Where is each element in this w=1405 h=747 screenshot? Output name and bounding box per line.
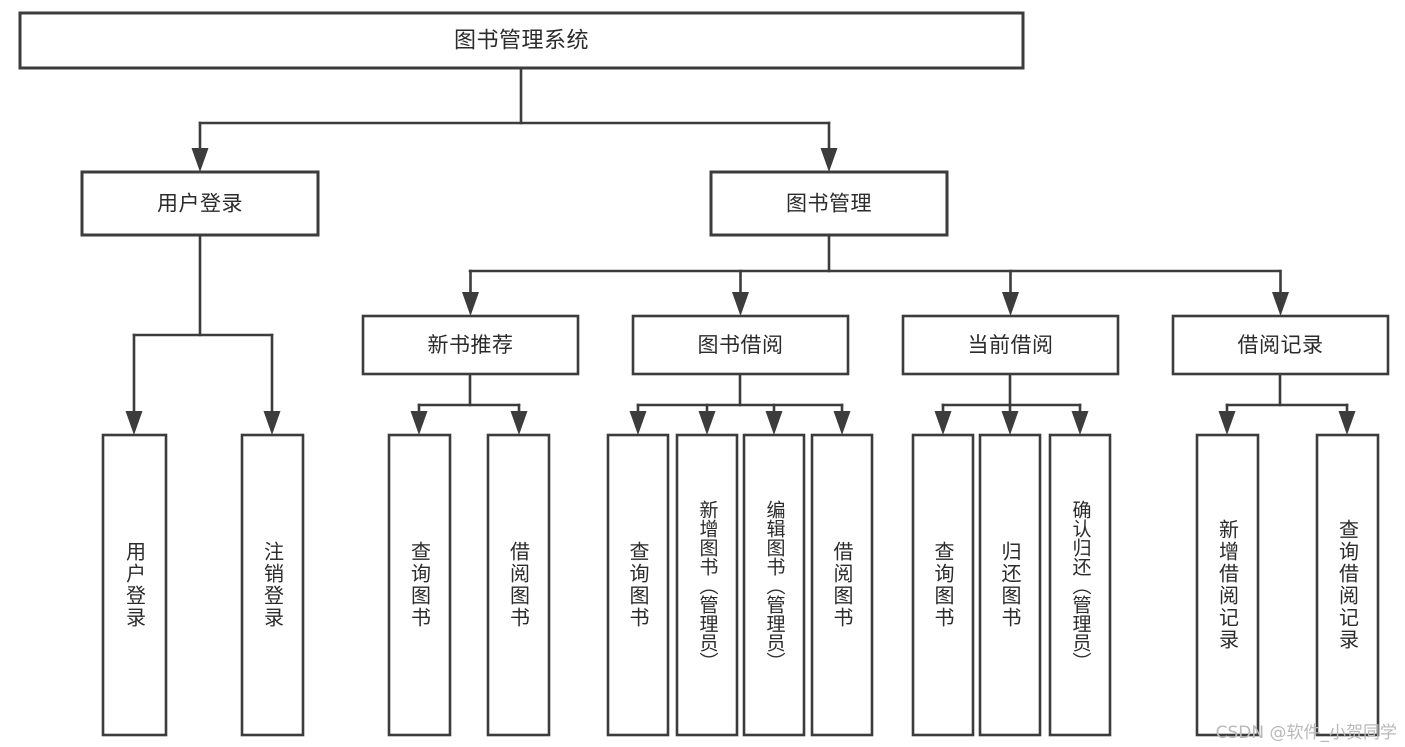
node-leaf-query-book-1[interactable] (387, 433, 452, 737)
node-user-login[interactable] (80, 170, 320, 237)
arrow-book-borrow-0-head (629, 411, 647, 435)
arrow-new-book-recommend-1-head (510, 411, 528, 435)
arrow-user-login-0-head (125, 411, 143, 435)
node-leaf-query-book-3[interactable] (911, 433, 975, 737)
node-new-book-recommend-label: 新书推荐 (428, 333, 514, 357)
arrow-user-login-1-head (263, 411, 281, 435)
node-book-manage[interactable] (709, 170, 949, 237)
arrow-to-borrow-record-head (1272, 292, 1289, 316)
node-leaf-query-borrow-record[interactable] (1315, 433, 1380, 737)
arrow-current-borrow-0-head (934, 411, 952, 435)
node-leaf-return-book[interactable] (978, 433, 1042, 737)
arrow-book-borrow-3-head (833, 411, 851, 435)
arrow-to-new-book-recommend-head (462, 292, 479, 316)
arrow-borrow-record-0-head (1218, 411, 1236, 435)
node-book-manage-label: 图书管理 (786, 192, 872, 216)
arrow-to-user-login-head (191, 148, 209, 172)
arrow-book-borrow-2-head (765, 411, 783, 435)
node-current-borrow-label: 当前借阅 (968, 333, 1054, 357)
node-leaf-add-borrow-record[interactable] (1195, 433, 1260, 737)
node-book-borrow-label: 图书借阅 (698, 333, 784, 357)
node-borrow-record[interactable] (1171, 314, 1390, 376)
node-root[interactable] (18, 11, 1025, 70)
node-leaf-borrow-book-1[interactable] (486, 433, 551, 737)
node-root-label: 图书管理系统 (454, 29, 589, 54)
node-leaf-confirm-return[interactable] (1048, 433, 1112, 737)
node-box-layer (18, 11, 1390, 737)
node-borrow-record-label: 借阅记录 (1238, 333, 1324, 357)
arrow-to-book-manage-head (820, 148, 838, 172)
node-leaf-add-book[interactable] (675, 433, 739, 737)
node-leaf-edit-book[interactable] (742, 433, 806, 737)
arrow-new-book-recommend-0-head (410, 411, 428, 435)
connector-layer (125, 66, 1356, 435)
arrow-current-borrow-1-head (1001, 411, 1019, 435)
node-leaf-logout[interactable] (240, 433, 305, 737)
arrow-to-book-borrow-head (732, 292, 749, 316)
node-current-borrow[interactable] (901, 314, 1120, 376)
arrow-borrow-record-1-head (1338, 411, 1356, 435)
watermark-credit: CSDN @软件_小贺同学 (1215, 723, 1397, 743)
node-book-borrow[interactable] (631, 314, 850, 376)
node-user-login-label: 用户登录 (157, 192, 243, 216)
node-leaf-user-login[interactable] (101, 433, 168, 737)
arrow-book-borrow-1-head (698, 411, 716, 435)
node-leaf-query-book-2[interactable] (606, 433, 670, 737)
arrow-current-borrow-2-head (1071, 411, 1089, 435)
node-leaf-borrow-book-2[interactable] (810, 433, 874, 737)
arrow-to-current-borrow-head (1002, 292, 1019, 316)
node-new-book-recommend[interactable] (361, 314, 580, 376)
